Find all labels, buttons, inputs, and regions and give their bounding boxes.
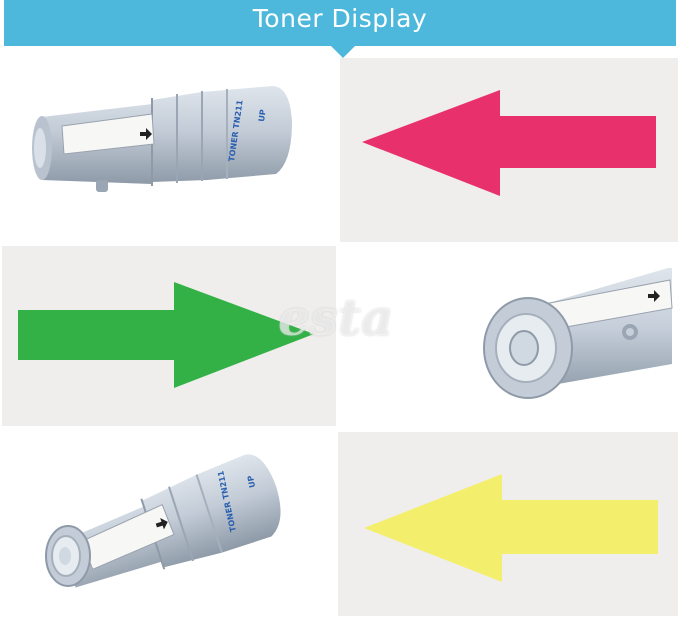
header-banner: Toner Display <box>4 0 676 46</box>
toner-cartridge-image-1: TONER TN211 UP <box>2 62 338 242</box>
green-arrow-panel <box>2 246 336 426</box>
header-notch <box>331 46 355 58</box>
watermark-logo: esta <box>278 288 394 347</box>
magenta-arrow-panel <box>340 58 678 242</box>
page-title: Toner Display <box>252 4 428 33</box>
toner-cartridge-image-3: TONER TN211 UP <box>2 430 338 616</box>
cartridge-up-label-2: UP <box>246 474 257 488</box>
toner-cartridge-image-2 <box>338 246 678 426</box>
yellow-arrow-panel <box>338 432 678 616</box>
magenta-arrow-left-icon <box>362 90 656 196</box>
yellow-arrow-left-icon <box>364 474 658 582</box>
green-arrow-right-icon <box>18 282 314 388</box>
cartridge-up-label: UP <box>257 109 268 123</box>
